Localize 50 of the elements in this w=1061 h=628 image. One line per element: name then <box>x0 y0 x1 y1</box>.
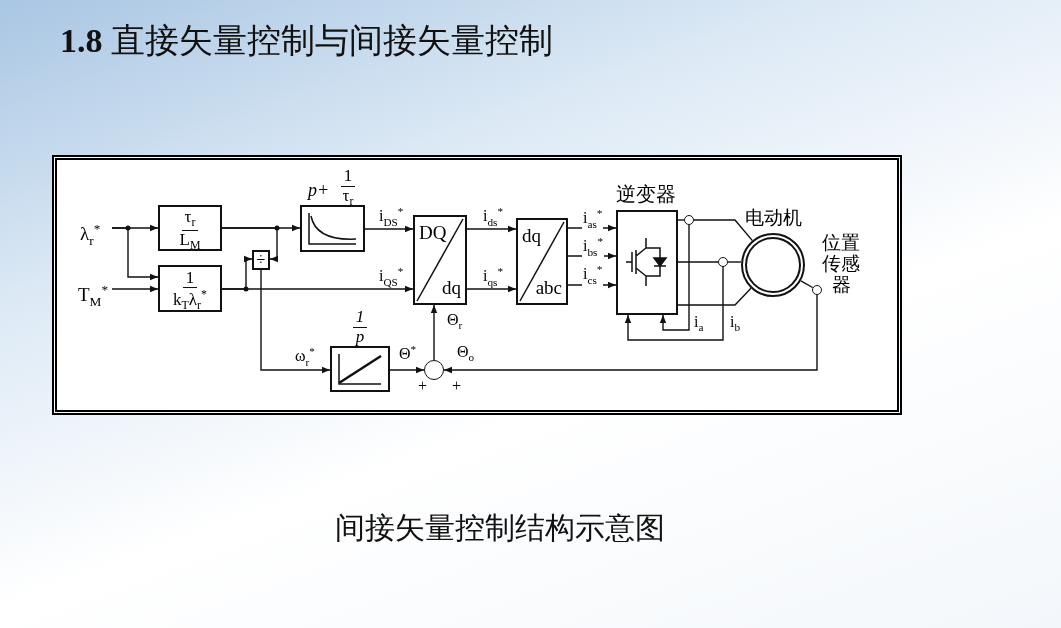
figure-caption: 间接矢量控制结构示意图 <box>334 509 666 547</box>
block-text: dq <box>522 226 541 245</box>
fraction-numerator: 1 <box>352 308 368 328</box>
connector-line <box>659 224 690 331</box>
sensor-label: 位置传感器 <box>821 232 861 295</box>
block-heading: 逆变器 <box>616 184 676 204</box>
connector-line <box>677 287 752 306</box>
connector-line <box>430 304 438 361</box>
current-sensor <box>684 215 694 225</box>
connector-line <box>693 219 754 242</box>
slide-title: 1.8 直接矢量控制与间接矢量控制 <box>60 21 553 61</box>
block-text: dq <box>442 278 461 297</box>
sign-label: + <box>417 378 429 394</box>
divider-block: ÷ <box>252 250 270 270</box>
edge-label: Θ$_{o}$ <box>456 344 476 364</box>
fraction-numerator: τ$_{r}$ <box>181 208 199 231</box>
motor-label: 电动机 <box>745 208 802 227</box>
fraction-denominator: L$_{M}$ <box>179 230 201 253</box>
connector-line <box>443 294 818 374</box>
connector-line <box>466 225 517 233</box>
shaft-line <box>800 280 814 289</box>
fraction-numerator: 1 <box>182 268 198 289</box>
connector-line <box>567 224 617 232</box>
gain-block <box>158 265 222 312</box>
connector-line <box>567 281 617 289</box>
connector-line <box>567 252 617 260</box>
connector-line <box>111 285 159 293</box>
sign-label: + <box>451 378 463 394</box>
connector-line <box>221 227 278 263</box>
gain-block <box>158 205 222 251</box>
fraction-denominator: τ$_{r}$ <box>342 186 354 209</box>
connector-line <box>727 261 742 263</box>
block-text: DQ <box>419 223 447 242</box>
connector-line <box>389 366 425 374</box>
edge-label: i$_{b}$ <box>729 314 742 334</box>
connector-line <box>466 285 517 293</box>
fraction-denominator: p <box>355 327 365 347</box>
edge-label: i$_{a}$ <box>693 314 705 334</box>
connector-line <box>677 261 719 263</box>
connector-line <box>364 225 414 233</box>
current-sensor <box>718 257 728 267</box>
connector-line <box>677 219 685 221</box>
edge-label: Θ$_{r}$ <box>446 312 464 332</box>
fraction-numerator: 1 <box>340 167 356 187</box>
connector-line <box>221 255 253 290</box>
connector-line <box>111 227 159 281</box>
connector-line <box>624 266 724 341</box>
block-text: abc <box>535 278 562 297</box>
formula-text: p+ <box>308 181 330 199</box>
connector-line <box>260 269 331 374</box>
